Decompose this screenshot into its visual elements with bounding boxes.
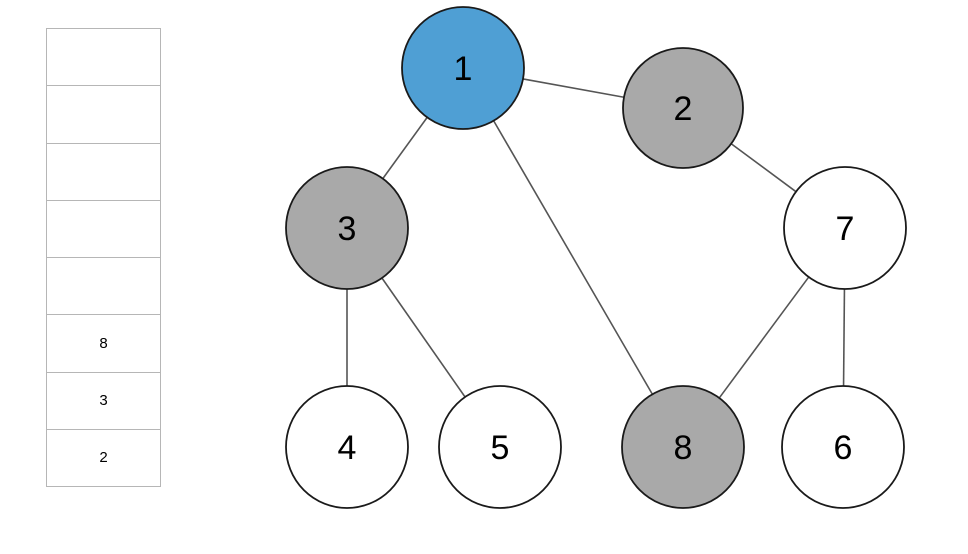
- graph-node-label-4: 4: [338, 429, 357, 467]
- graph-node-circle-3[interactable]: [285, 166, 409, 290]
- graph-node-label-2: 2: [674, 90, 693, 128]
- stack-cell-0[interactable]: [46, 28, 161, 86]
- stack-cell-3[interactable]: [46, 199, 161, 257]
- graph-node-label-7: 7: [836, 210, 855, 248]
- stack-cell-1[interactable]: [46, 85, 161, 143]
- edges-layer: [346, 78, 846, 399]
- stack-cell-6[interactable]: 3: [46, 371, 161, 429]
- stack-cell-5[interactable]: 8: [46, 314, 161, 372]
- graph-node-label-1: 1: [454, 50, 473, 88]
- graph-node-2[interactable]: 2: [622, 47, 744, 169]
- graph-node-3[interactable]: 3: [285, 166, 409, 290]
- graph-node-circle-7[interactable]: [783, 166, 907, 290]
- stack-cell-2[interactable]: [46, 142, 161, 200]
- graph-node-circle-6[interactable]: [781, 385, 905, 509]
- graph-node-5[interactable]: 5: [438, 385, 562, 509]
- graph-node-label-6: 6: [834, 429, 853, 467]
- graph-edge-2-7: [730, 143, 797, 193]
- graph-node-label-8: 8: [674, 429, 693, 467]
- graph-edge-7-8: [718, 276, 810, 399]
- nodes-layer: 1 2 3 7 4 5 8 6: [285, 6, 907, 509]
- graph-node-4[interactable]: 4: [285, 385, 409, 509]
- graph-edge-1-8: [492, 120, 654, 395]
- graph-node-6[interactable]: 6: [781, 385, 905, 509]
- graph-node-circle-1[interactable]: [401, 6, 525, 130]
- graph-node-label-5: 5: [491, 429, 510, 467]
- graph-edge-1-2: [522, 78, 625, 99]
- graph-node-8[interactable]: 8: [621, 385, 745, 509]
- stack-cell-7[interactable]: 2: [46, 428, 161, 487]
- graph-edge-1-3: [382, 116, 428, 180]
- stack-cell-4[interactable]: [46, 257, 161, 315]
- graph-node-circle-4[interactable]: [285, 385, 409, 509]
- graph-node-circle-8[interactable]: [621, 385, 745, 509]
- graph-edge-3-5: [381, 277, 466, 398]
- graph-node-label-3: 3: [338, 210, 357, 248]
- graph-node-7[interactable]: 7: [783, 166, 907, 290]
- graph-node-circle-2[interactable]: [622, 47, 744, 169]
- graph-edge-7-6: [842, 288, 846, 387]
- graph-node-1[interactable]: 1: [401, 6, 525, 130]
- graph-node-circle-5[interactable]: [438, 385, 562, 509]
